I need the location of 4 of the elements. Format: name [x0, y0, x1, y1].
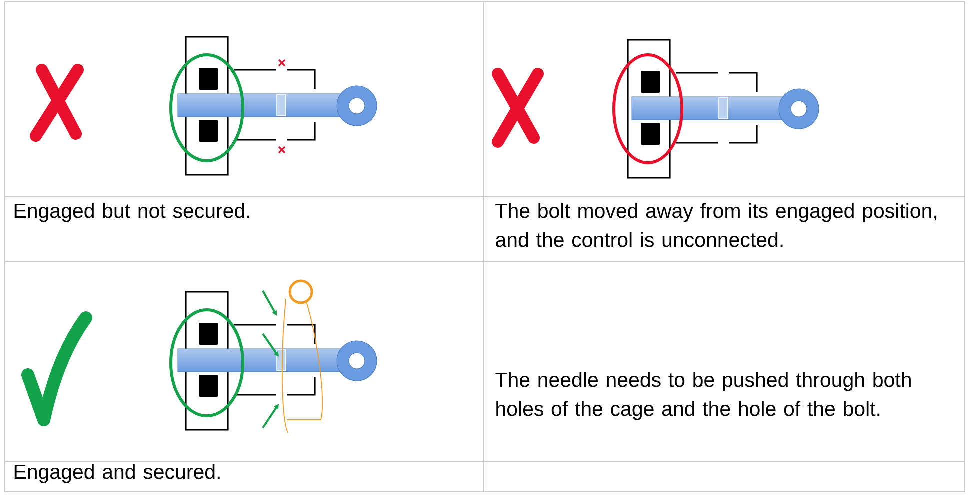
cell-text: Engaged but not secured.	[14, 203, 250, 222]
cell-text: The needle needs to be pushed through both holes of the cage and the hole of the bolt.	[496, 372, 911, 420]
cell-text: Engaged and secured.	[14, 464, 220, 484]
cell-text: The bolt moved away from its engaged position, and the control is unconnected.	[496, 203, 937, 248]
